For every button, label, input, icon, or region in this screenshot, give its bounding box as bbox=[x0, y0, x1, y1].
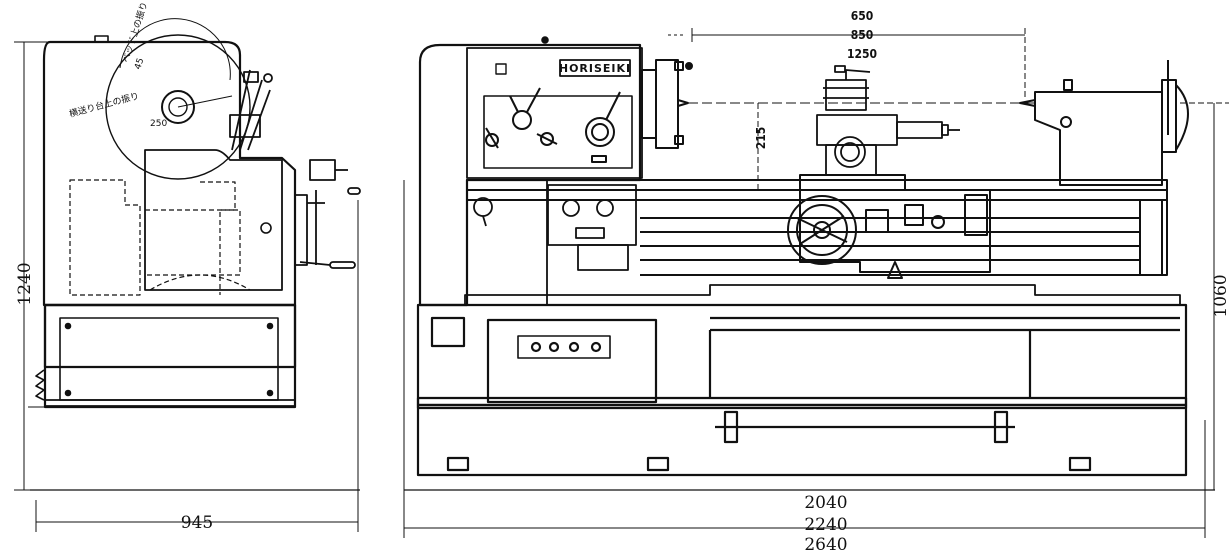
dim-center-height: 215 bbox=[754, 127, 768, 150]
apron bbox=[787, 174, 991, 279]
gearbox bbox=[466, 179, 637, 306]
dim-centers-1250: 1250 bbox=[847, 47, 877, 61]
front-view bbox=[416, 36, 1189, 477]
speed-dials bbox=[485, 87, 621, 163]
stand bbox=[416, 303, 1188, 477]
swing-circle bbox=[105, 34, 251, 180]
chip-tray bbox=[464, 284, 1181, 306]
brand-label: HORISEIKI bbox=[559, 62, 631, 75]
end-view-top-cap bbox=[94, 35, 109, 42]
dimension-labels: 1240 945 215 1060 650 850 1250 2040 2240… bbox=[15, 0, 1229, 553]
brand-plate bbox=[559, 59, 631, 77]
end-view-panel bbox=[59, 317, 279, 401]
swing-over-bed-value: 45 bbox=[133, 57, 146, 71]
end-view-chip-guard bbox=[35, 369, 45, 401]
bed bbox=[466, 179, 1168, 276]
end-view-base bbox=[44, 399, 296, 407]
end-view-levers bbox=[229, 69, 273, 151]
end-view-handwheel bbox=[294, 159, 361, 269]
dim-length-2240: 2240 bbox=[804, 515, 847, 535]
swing-over-cross-slide-value: 250 bbox=[150, 119, 167, 129]
end-view-bolt bbox=[260, 222, 272, 234]
end-view-stand bbox=[43, 303, 297, 369]
end-view-hidden-lines bbox=[69, 179, 251, 296]
end-view-carriage bbox=[144, 149, 283, 291]
swing-arc-small bbox=[119, 18, 231, 81]
dim-length-2640: 2640 bbox=[804, 535, 847, 553]
end-view-headstock-body bbox=[42, 40, 297, 307]
tailstock bbox=[1019, 60, 1189, 186]
swing-over-cross-slide-label: 横送り台上の振り bbox=[68, 90, 141, 120]
tool-post bbox=[816, 65, 960, 176]
dim-depth: 945 bbox=[181, 513, 213, 533]
swing-radius-line bbox=[177, 95, 233, 108]
spindle-circle-inner bbox=[168, 97, 188, 117]
dim-centers-650: 650 bbox=[851, 9, 874, 23]
end-view bbox=[28, 18, 361, 409]
end-view-stand-lower bbox=[43, 303, 297, 409]
dimension-lines bbox=[14, 28, 1229, 538]
dim-centers-850: 850 bbox=[851, 28, 874, 42]
dim-overall-height: 1240 bbox=[15, 262, 35, 305]
gear-dial-panel bbox=[483, 95, 633, 169]
spindle-circle-outer bbox=[161, 90, 195, 124]
chuck bbox=[641, 59, 693, 149]
headstock bbox=[418, 43, 642, 307]
swing-over-bed-label: ベッド上の振り bbox=[119, 0, 150, 64]
headstock-logo bbox=[495, 63, 507, 75]
dim-right-height: 1060 bbox=[1211, 274, 1229, 317]
dim-length-2040: 2040 bbox=[804, 493, 847, 513]
